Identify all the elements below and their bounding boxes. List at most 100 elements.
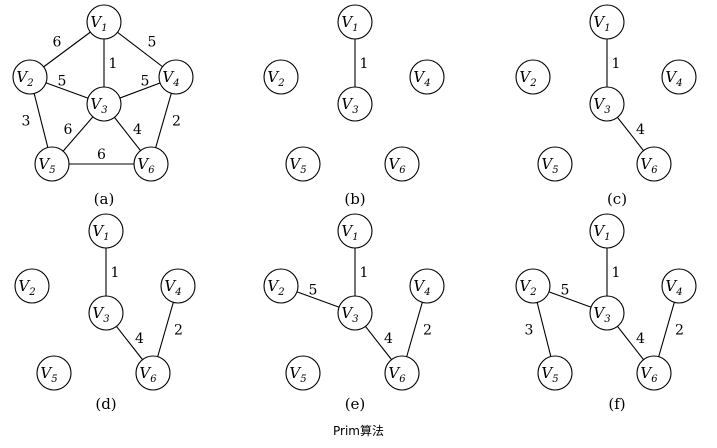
edge-weight: 5 [58,74,67,90]
node-V6: V6 [636,146,672,182]
edge-weight: 1 [360,56,369,72]
edge-weight: 5 [148,35,157,51]
panel-label: (c) [607,190,627,208]
edge-weight: 2 [174,323,183,339]
panel-label: (d) [95,395,116,413]
node-V3: V3 [589,86,625,122]
node-V2: V2 [14,268,50,304]
edge-weight: 5 [141,74,150,90]
node-circle [263,268,299,304]
panel-label: (e) [345,395,366,413]
node-circle [135,355,171,391]
node-V3: V3 [86,86,122,122]
node-V4: V4 [409,268,445,304]
node-V3: V3 [337,295,373,331]
edge-weight: 1 [612,265,621,281]
node-circle [515,59,551,95]
node-V4: V4 [160,268,196,304]
figure-caption: Prim算法 [333,424,384,438]
edge-weight: 2 [172,114,181,130]
node-V2: V2 [12,59,48,95]
node-circle [537,355,573,391]
edge-weight: 1 [360,265,369,281]
edge-weight: 1 [612,56,621,72]
panel-label: (f) [608,395,625,413]
node-V2: V2 [515,59,551,95]
node-circle [12,59,48,95]
node-V6: V6 [636,355,672,391]
node-V4: V4 [409,59,445,95]
edge-weight: 6 [64,122,73,138]
edge-weight: 4 [636,122,645,138]
node-V3: V3 [88,295,124,331]
edge-weight: 5 [309,283,318,299]
panel-label: (b) [344,190,365,208]
node-V6: V6 [384,355,420,391]
node-V5: V5 [285,146,321,182]
node-V2: V2 [263,268,299,304]
node-circle [263,59,299,95]
node-circle [337,4,373,40]
edge-weight: 6 [53,35,62,51]
node-circle [36,355,72,391]
node-V4: V4 [661,268,697,304]
node-V4: V4 [661,59,697,95]
node-V1: V1 [589,4,625,40]
edge-weight: 5 [561,283,570,299]
node-circle [636,355,672,391]
edge-weight: 4 [135,331,144,347]
edge-weight: 1 [109,56,118,72]
node-V4: V4 [158,59,194,95]
node-circle [409,268,445,304]
node-V3: V3 [337,86,373,122]
node-circle [337,213,373,249]
node-V2: V2 [263,59,299,95]
node-circle [589,86,625,122]
node-circle [88,213,124,249]
node-V5: V5 [285,355,321,391]
node-circle [661,268,697,304]
node-circle [589,213,625,249]
node-V1: V1 [589,213,625,249]
node-circle [14,268,50,304]
edge-weight: 2 [675,323,684,339]
node-circle [515,268,551,304]
edge-weight: 6 [97,147,106,163]
node-circle [636,146,672,182]
node-V5: V5 [34,146,70,182]
edge-weight: 3 [525,323,534,339]
node-circle [158,59,194,95]
edge-weight: 3 [22,114,31,130]
node-circle [589,4,625,40]
node-V1: V1 [337,4,373,40]
node-circle [285,146,321,182]
node-circle [409,59,445,95]
node-circle [133,146,169,182]
node-V2: V2 [515,268,551,304]
node-V5: V5 [36,355,72,391]
node-V6: V6 [135,355,171,391]
node-V1: V1 [337,213,373,249]
node-circle [88,295,124,331]
edge-weight: 2 [423,323,432,339]
edge-weight: 4 [384,331,393,347]
node-circle [34,146,70,182]
node-V5: V5 [537,146,573,182]
node-V5: V5 [537,355,573,391]
edge-weight: 4 [636,331,645,347]
node-circle [537,146,573,182]
node-V3: V3 [589,295,625,331]
node-V1: V1 [86,4,122,40]
node-circle [337,86,373,122]
node-V6: V6 [384,146,420,182]
edge-weight: 1 [111,265,120,281]
node-circle [384,146,420,182]
node-circle [160,268,196,304]
node-circle [337,295,373,331]
